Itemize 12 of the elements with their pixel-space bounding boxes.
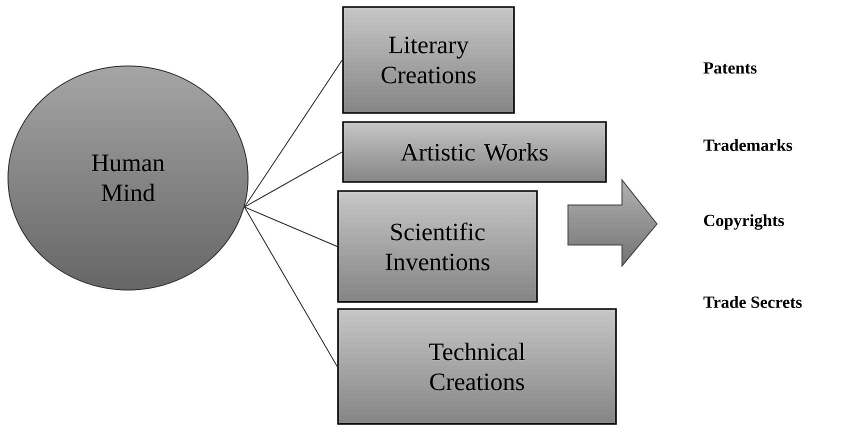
circle-node: Human Mind (8, 66, 248, 290)
category-label: Trademarks (703, 139, 792, 151)
category-box: Literary Creations (342, 6, 515, 114)
category-box: Scientific Inventions (337, 190, 538, 303)
category-box: Technical Creations (337, 308, 617, 425)
connector-line (244, 152, 343, 208)
category-label: Trade Secrets (703, 296, 802, 308)
connector-line (244, 206, 338, 247)
connector-line (244, 206, 338, 367)
category-label: Copyrights (704, 214, 784, 230)
category-label: Patents (704, 62, 757, 74)
connector-line (244, 60, 343, 208)
